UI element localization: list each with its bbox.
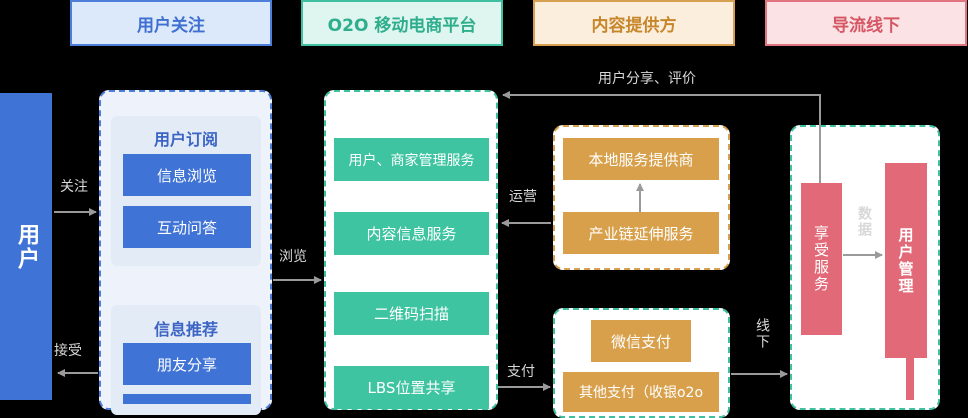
label-browse: 浏览 [279, 249, 307, 265]
friend-share-node: 朋友分享 [123, 343, 251, 385]
subscribe-title: 用户订阅 [153, 130, 218, 149]
chain-service-node: 产业链延伸服务 [563, 212, 719, 254]
header-content-provider: 内容提供方 [533, 0, 735, 46]
arrow-share-review [502, 91, 821, 183]
label-operate: 运营 [509, 189, 537, 205]
label-offline: 线下 [754, 318, 770, 350]
user-mgmt-connector [906, 358, 914, 400]
header-user-focus: 用户关注 [70, 0, 272, 46]
label-pay: 支付 [507, 364, 535, 380]
qr-scan-node: 二维码扫描 [334, 292, 489, 335]
label-data: 数据 [856, 206, 872, 238]
enjoy-service-node: 享受服务 [801, 183, 842, 335]
user-block: 用户 [0, 93, 52, 400]
label-share-review: 用户分享、评价 [598, 71, 696, 87]
recommend-title: 信息推荐 [153, 320, 218, 339]
local-provider-node: 本地服务提供商 [563, 138, 719, 180]
label-accept: 接受 [54, 343, 82, 359]
header-offline: 导流线下 [765, 0, 967, 46]
arrow-layer [54, 91, 883, 391]
header-o2o-platform: O2O 移动电商平台 [301, 0, 503, 46]
wechat-pay-node: 微信支付 [591, 320, 691, 362]
recommend-next-node [123, 394, 251, 404]
content-info-service-node: 内容信息服务 [334, 212, 489, 255]
user-mgmt-node: 用户管理 [885, 163, 927, 358]
label-follow: 关注 [60, 179, 88, 195]
info-browse-node: 信息浏览 [123, 154, 251, 196]
user-merchant-mgmt-node: 用户、商家管理服务 [334, 138, 489, 181]
interactive-qa-node: 互动问答 [123, 206, 251, 248]
